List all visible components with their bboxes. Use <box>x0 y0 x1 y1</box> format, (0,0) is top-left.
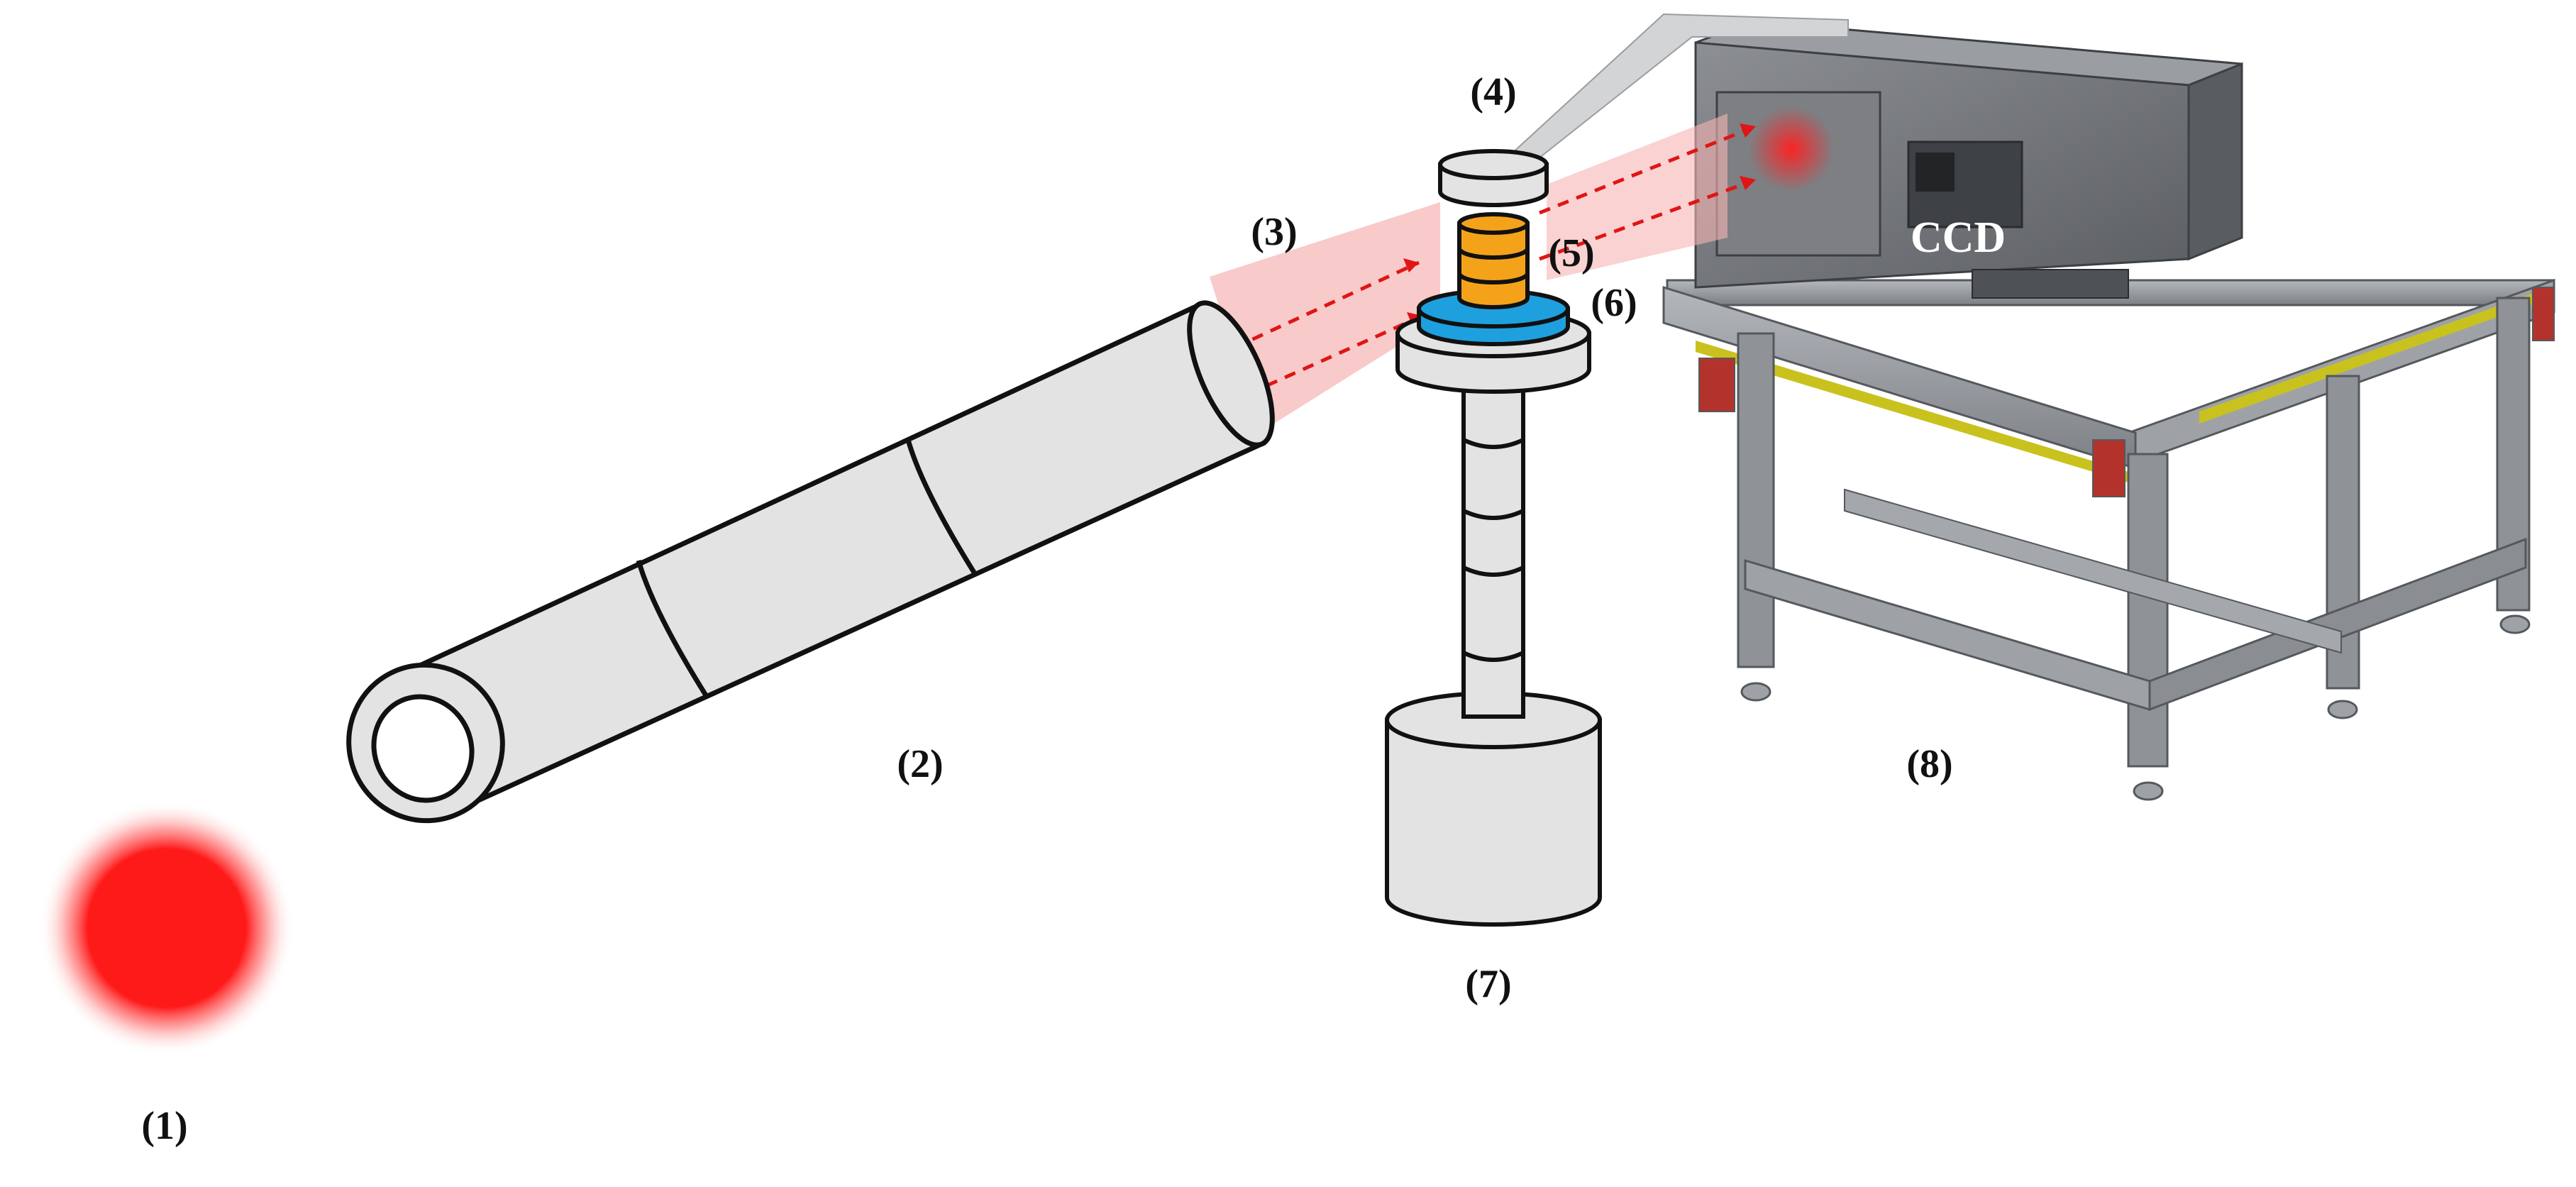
label-sample: (5) <box>1548 231 1594 275</box>
expander-body <box>390 302 1266 812</box>
labels: (1) (2) (3) (4) (5) (6) (7) (8) CCD <box>141 70 2006 1148</box>
label-beam-expander: (2) <box>897 742 943 786</box>
label-base-plate: (6) <box>1591 281 1637 325</box>
top-holder-top <box>1438 149 1549 180</box>
laser-source <box>39 800 294 1056</box>
label-laser: (1) <box>141 1104 187 1148</box>
column-ring-4 <box>1462 651 1525 662</box>
ccd-laser-spot <box>1749 106 1834 192</box>
label-top-holder: (4) <box>1470 70 1516 114</box>
beam-arrow-1 <box>1233 260 1420 350</box>
foot-2 <box>2133 781 2164 801</box>
laser-beam <box>1210 114 1756 433</box>
orange-sample-top <box>1457 212 1530 235</box>
bracket-right <box>2532 287 2555 341</box>
ccd-camera-lens <box>1916 153 1955 192</box>
column-ring-3 <box>1462 565 1525 577</box>
stand-base <box>1385 718 1602 927</box>
beam-arrowhead-4 <box>1740 123 1756 138</box>
slide-mechanism <box>1972 269 2129 299</box>
bracket-left <box>1698 358 1735 412</box>
beam-arrow-5 <box>1539 179 1753 261</box>
bracket-front <box>2092 439 2126 497</box>
lower-rail-right <box>2148 537 2527 712</box>
yellow-accent-right <box>2199 287 2550 424</box>
orange-sample <box>1457 221 1530 309</box>
orange-sample-ring-1 <box>1457 248 1530 260</box>
expander-segment-2 <box>636 560 708 697</box>
sample-stand <box>1385 149 1602 927</box>
enclosure-side <box>2187 62 2243 261</box>
column-ring-2 <box>1462 509 1525 520</box>
label-beam: (3) <box>1251 210 1297 254</box>
foot-4 <box>2499 614 2531 634</box>
expander-end-cap <box>1187 300 1275 448</box>
frame-rig <box>1492 13 2555 801</box>
column-ring-1 <box>1462 438 1525 449</box>
beam-arrowhead-1 <box>1403 258 1419 272</box>
laser-glow <box>39 800 294 1056</box>
stand-column <box>1461 367 1525 719</box>
lower-rail-front <box>1744 558 2151 712</box>
label-frame: (8) <box>1906 742 1952 786</box>
leg-front-left <box>1737 332 1775 668</box>
orange-sample-ring-2 <box>1457 272 1530 285</box>
label-ccd: CCD <box>1911 214 2006 262</box>
leg-front-right <box>2127 453 2169 768</box>
beam-arrowhead-5 <box>1740 176 1756 190</box>
foot-1 <box>1740 682 1771 702</box>
expander-aperture <box>371 694 475 803</box>
foot-3 <box>2327 700 2358 719</box>
lower-rail-mid <box>1844 488 2342 654</box>
label-stand: (7) <box>1465 962 1511 1006</box>
beam-region-2 <box>1547 114 1728 280</box>
beam-region-1 <box>1210 202 1440 433</box>
yellow-accent-front <box>1696 341 2128 482</box>
beam-expander <box>346 300 1275 824</box>
expander-segment-1 <box>905 439 978 576</box>
